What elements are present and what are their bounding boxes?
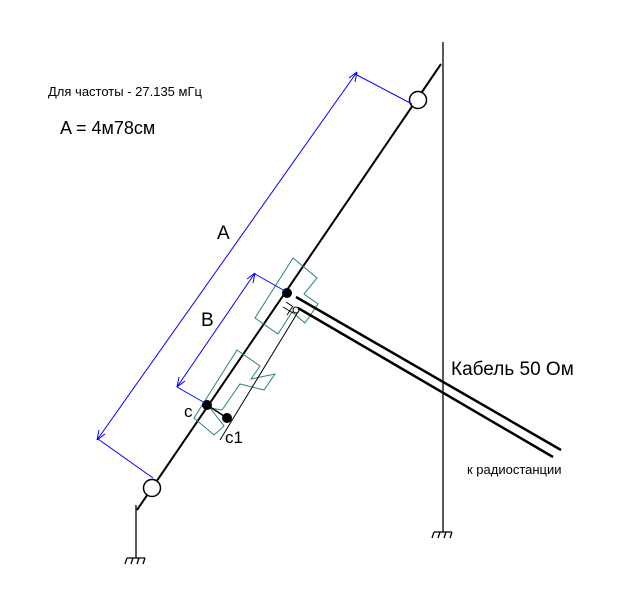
connection-points (202, 288, 292, 423)
dimension-a (96, 71, 413, 479)
radio-label: к радиостанции (467, 462, 562, 477)
point-c-label: c (184, 402, 193, 421)
length-label: A = 4м78см (60, 118, 156, 138)
feed-point (282, 288, 292, 298)
point-c1-label: c1 (225, 428, 243, 447)
matching-boxes (193, 257, 319, 436)
point-c1 (222, 413, 232, 423)
frequency-label: Для частоты - 27.135 мГц (48, 84, 202, 99)
coax-cable (295, 295, 562, 459)
dimension-a-label: A (217, 223, 230, 244)
cable-label: Кабель 50 Ом (451, 359, 574, 380)
dimension-b (176, 272, 286, 404)
dimension-b-label: B (201, 310, 214, 331)
point-c (202, 400, 212, 410)
ground-bottom (124, 505, 146, 565)
antenna-radiator (136, 63, 442, 511)
mast (431, 42, 453, 539)
